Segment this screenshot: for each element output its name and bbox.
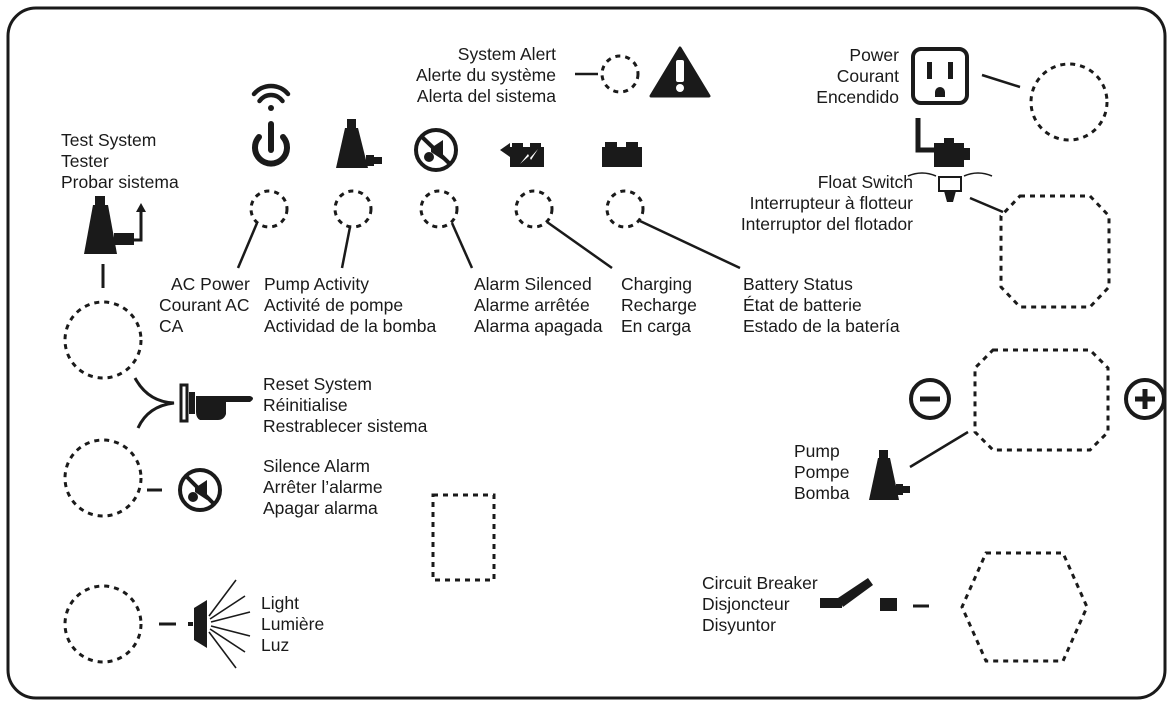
system-alert-label: System Alert Alerte du système Alerta de…: [415, 44, 556, 106]
circuit-breaker-label: Circuit Breaker Disjoncteur Disyuntor: [702, 573, 818, 635]
alarm-silenced-indicator: [419, 189, 459, 229]
outlet-icon: [911, 47, 969, 105]
power-label: Power Courant Encendido: [816, 45, 899, 107]
ac-power-indicator: [249, 189, 289, 229]
power-indicator: [1029, 62, 1109, 142]
wifi-icon: [251, 83, 291, 111]
test-system-label: Test System Tester Probar sistema: [61, 130, 179, 192]
test-system-button[interactable]: [63, 300, 143, 380]
pump-label: Pump Pompe Bomba: [794, 441, 850, 503]
alarm-silenced-label: Alarm Silenced Alarme arrêtée Alarma apa…: [474, 274, 603, 336]
reset-system-label: Reset System Réinitialise Restrablecer s…: [263, 374, 428, 436]
pump-activity-icon: [336, 119, 382, 168]
light-indicator: [63, 584, 143, 664]
charging-indicator: [514, 189, 554, 229]
reset-hand-icon: [179, 383, 253, 423]
charging-icon: [500, 143, 544, 167]
battery-connection-indicator: [973, 348, 1110, 452]
system-alert-indicator: [600, 54, 640, 94]
ac-power-label: AC Power Courant AC CA: [159, 274, 250, 336]
light-label: Light Lumière Luz: [261, 593, 325, 655]
battery-status-label: Battery Status État de batterie Estado d…: [743, 274, 900, 336]
alarm-silenced-icon: [414, 128, 458, 172]
battery-status-indicator: [605, 189, 645, 229]
float-switch-indicator: [999, 194, 1111, 309]
light-icon: [188, 579, 251, 669]
reset-system-button[interactable]: [63, 438, 143, 518]
float-switch-icon: [907, 118, 993, 202]
pump-activity-label: Pump Activity Activité de pompe Activida…: [264, 274, 437, 336]
battery-icon: [602, 142, 642, 167]
circuit-breaker-indicator: [960, 551, 1089, 663]
charging-label: Charging Recharge En carga: [621, 274, 697, 336]
minus-icon: [909, 378, 951, 420]
center-dashed-rectangle: [431, 493, 496, 582]
power-icon: [252, 121, 290, 167]
warning-icon: [649, 46, 711, 98]
circuit-breaker-icon: [820, 578, 897, 611]
silence-alarm-icon: [178, 468, 222, 512]
panel-border: [6, 6, 1167, 700]
float-switch-label: Float Switch Interrupteur à flotteur Int…: [740, 172, 913, 234]
test-system-icon: [84, 196, 146, 254]
silence-alarm-label: Silence Alarm Arrêter l’alarme Apagar al…: [263, 456, 383, 518]
plus-icon: [1124, 378, 1166, 420]
pump-activity-indicator: [333, 189, 373, 229]
pump-icon: [869, 450, 910, 500]
